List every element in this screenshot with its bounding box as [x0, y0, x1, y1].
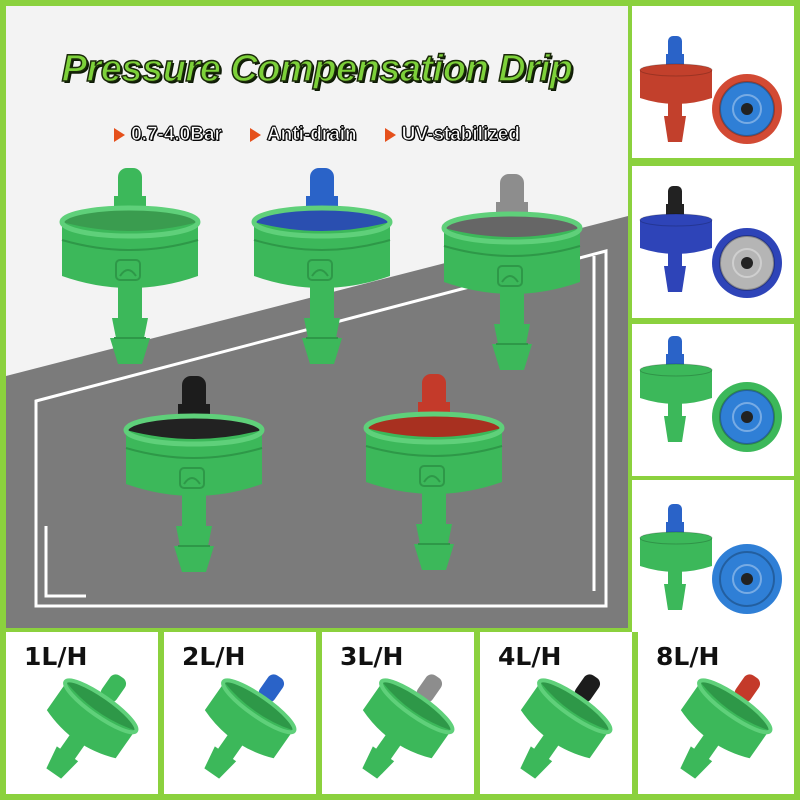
dripper-face-green [710, 380, 784, 454]
bullet-arrow-icon [114, 128, 126, 142]
side-panel-blue [632, 166, 794, 318]
dripper-blue-side [636, 186, 716, 296]
dripper-face-red [710, 72, 784, 146]
feature-label: UV-stabilized [401, 124, 520, 146]
flow-rate-label: 2L/H [182, 642, 246, 671]
feature-anti-drain: Anti-drain [249, 124, 358, 146]
dripper-8lh [666, 666, 776, 786]
dripper-green-large [54, 168, 204, 368]
flow-rate-label: 4L/H [498, 642, 562, 671]
dripper-blue-large [246, 168, 396, 368]
side-panel-green [632, 480, 794, 632]
flow-panel-8: 8L/H [638, 632, 794, 794]
page-title: Pressure Compensation Drip [61, 47, 574, 91]
flow-panel-2: 2L/H [164, 632, 316, 794]
dripper-gray-large [436, 174, 586, 374]
flow-rate-label: 8L/H [656, 642, 720, 671]
bullet-arrow-icon [384, 128, 396, 142]
dripper-face-blue [710, 226, 784, 300]
dripper-green-side [636, 336, 716, 446]
bullet-arrow-icon [249, 128, 261, 142]
feature-label: Anti-drain [266, 124, 358, 146]
flow-rate-label: 3L/H [340, 642, 404, 671]
side-panel-green-blue [632, 324, 794, 476]
flow-panel-4: 4L/H [480, 632, 632, 794]
flow-panel-3: 3L/H [322, 632, 474, 794]
side-panel-red [632, 6, 794, 158]
flow-rate-label: 1L/H [24, 642, 88, 671]
main-product-panel: Pressure Compensation Drip 0.7-4.0Bar An… [6, 6, 628, 628]
dripper-red-side [636, 36, 716, 146]
feature-uv: UV-stabilized [384, 124, 520, 146]
feature-pressure: 0.7-4.0Bar [114, 124, 222, 146]
dripper-red-large [358, 374, 508, 574]
dripper-black-large [118, 376, 268, 576]
flow-panel-1: 1L/H [6, 632, 158, 794]
dripper-3lh [348, 666, 458, 786]
dripper-4lh [506, 666, 616, 786]
diagonal-backdrop [6, 216, 628, 628]
feature-list: 0.7-4.0Bar Anti-drain UV-stabilized [6, 124, 628, 146]
dripper-1lh [32, 666, 142, 786]
dripper-face-blue-2 [710, 542, 784, 616]
dripper-green-side-2 [636, 504, 716, 614]
dripper-2lh [190, 666, 300, 786]
feature-label: 0.7-4.0Bar [131, 124, 223, 146]
